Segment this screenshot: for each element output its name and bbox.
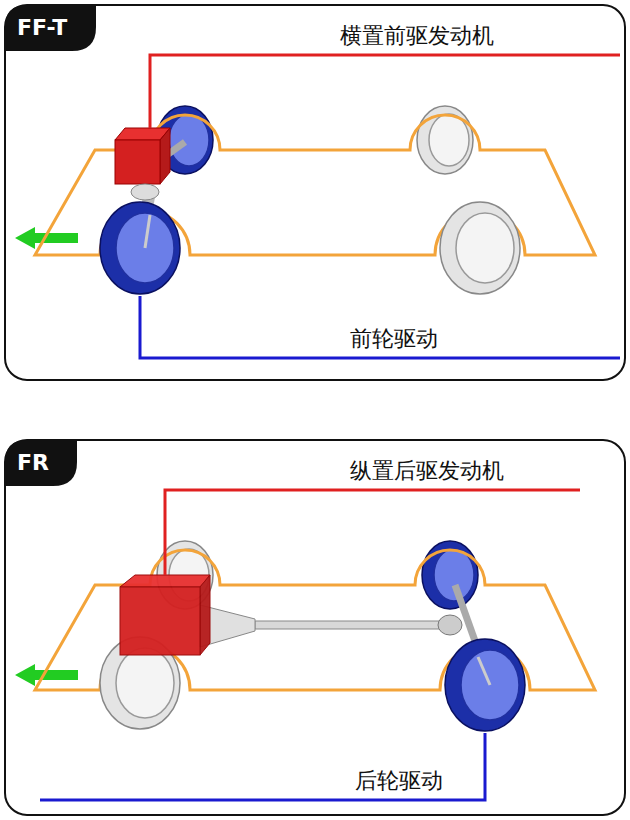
direction-arrow xyxy=(15,227,78,249)
tab-fill xyxy=(5,440,77,486)
tire xyxy=(445,639,525,731)
rim xyxy=(434,549,474,601)
fr-panel xyxy=(5,440,625,815)
rear-near-wheel xyxy=(445,639,525,731)
engine-side xyxy=(160,128,170,184)
tire xyxy=(440,202,520,294)
leader-line xyxy=(150,55,620,128)
engine-top xyxy=(120,575,210,587)
axle-stub xyxy=(145,215,150,248)
engine-front xyxy=(120,587,200,655)
rim xyxy=(169,114,209,166)
rim xyxy=(116,648,174,718)
panel-tab: FR xyxy=(5,440,77,486)
rear-near-wheel xyxy=(440,202,520,294)
rim xyxy=(461,650,519,720)
engine-front xyxy=(115,140,160,184)
callout-label: 纵置后驱发动机 xyxy=(350,457,504,484)
tire xyxy=(100,202,180,294)
gearbox xyxy=(131,184,159,200)
ff-panel xyxy=(5,5,625,380)
axle-stub xyxy=(478,657,490,685)
tab-fill xyxy=(5,5,96,51)
engine xyxy=(120,575,210,655)
callout-label: 横置前驱发动机 xyxy=(340,22,494,49)
front-near-wheel xyxy=(100,202,180,294)
rim xyxy=(116,213,174,283)
callout-label: 前轮驱动 xyxy=(350,325,438,352)
tab-title: FR xyxy=(17,450,49,476)
differential xyxy=(438,615,462,635)
leader-line xyxy=(165,490,580,575)
panel-frame xyxy=(5,440,625,815)
rim xyxy=(456,213,514,283)
leader-line xyxy=(140,296,620,358)
panel-tab: FF-T xyxy=(5,5,96,51)
engine-side xyxy=(200,575,210,655)
driveshaft xyxy=(255,621,445,629)
leader-line xyxy=(40,733,485,800)
callout-label: 后轮驱动 xyxy=(355,767,443,794)
engine xyxy=(115,128,170,200)
rim xyxy=(429,114,469,166)
panel-frame xyxy=(5,5,625,380)
tab-title: FF-T xyxy=(17,15,67,41)
